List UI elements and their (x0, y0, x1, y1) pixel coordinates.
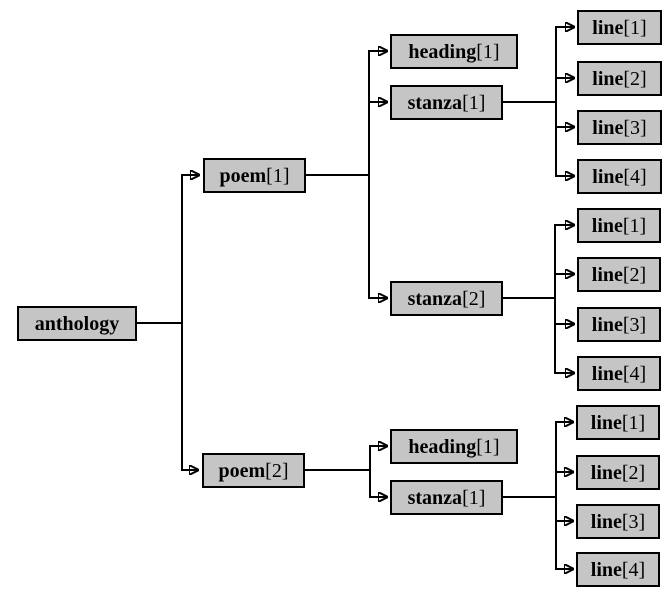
node-poem-2-stanza-1-line-4: line[4] (576, 552, 660, 587)
edges-from-anthology (137, 175, 200, 470)
node-poem-1-stanza-2-line-2: line[2] (577, 257, 661, 292)
node-poem-1-stanza-2: stanza[2] (390, 281, 503, 316)
node-label: line (592, 67, 624, 90)
node-index: [2] (265, 459, 289, 482)
node-label: line (592, 165, 624, 188)
node-poem-1-stanza-1-line-1: line[1] (577, 10, 662, 45)
node-index: [4] (622, 362, 647, 385)
node-index: [1] (622, 214, 647, 237)
node-label: line (590, 558, 622, 581)
node-label: line (592, 116, 624, 139)
node-poem-1-stanza-1-line-3: line[3] (577, 110, 662, 145)
node-label: line (590, 411, 622, 434)
node-label: stanza (407, 287, 463, 310)
node-label: line (591, 214, 623, 237)
node-poem-2-stanza-1: stanza[1] (390, 480, 503, 515)
node-label: stanza (407, 91, 463, 114)
node-label: anthology (34, 312, 120, 335)
node-poem-2-heading-1: heading[1] (390, 429, 518, 464)
node-poem-1: poem[1] (203, 158, 306, 193)
edges-from-poem-1-stanza-1 (503, 27, 575, 176)
node-anthology: anthology (17, 306, 137, 341)
edges-from-poem-1-stanza-2 (502, 225, 575, 373)
node-poem-1-heading-1: heading[1] (390, 34, 518, 69)
node-poem-1-stanza-2-line-1: line[1] (577, 208, 661, 243)
node-label: line (592, 16, 624, 39)
node-label: line (591, 362, 623, 385)
node-label: line (590, 461, 622, 484)
node-label: heading (408, 435, 477, 458)
node-index: [2] (623, 67, 647, 90)
edges-from-poem-1 (306, 51, 388, 298)
node-poem-2-stanza-1-line-2: line[2] (576, 455, 660, 490)
node-poem-1-stanza-2-line-3: line[3] (577, 307, 661, 342)
node-label: poem (219, 164, 267, 187)
node-index: [2] (621, 461, 646, 484)
node-label: line (591, 263, 623, 286)
node-index: [1] (623, 16, 647, 39)
edges-from-poem-2 (305, 446, 388, 497)
node-poem-2-stanza-1-line-1: line[1] (576, 405, 660, 440)
node-label: stanza (407, 486, 463, 509)
node-index: [3] (622, 313, 647, 336)
node-poem-1-stanza-1-line-4: line[4] (577, 159, 662, 194)
node-index: [2] (622, 263, 647, 286)
node-poem-2: poem[2] (202, 453, 305, 488)
node-index: [3] (621, 510, 646, 533)
node-poem-1-stanza-2-line-4: line[4] (577, 356, 661, 391)
node-index: [3] (623, 116, 647, 139)
node-index: [4] (623, 165, 647, 188)
node-index: [1] (476, 40, 500, 63)
node-label: line (591, 313, 623, 336)
node-index: [4] (621, 558, 646, 581)
edges-from-poem-2-stanza-1 (502, 422, 574, 569)
node-index: [1] (266, 164, 290, 187)
node-poem-1-stanza-1-line-2: line[2] (577, 61, 662, 96)
node-index: [1] (462, 486, 486, 509)
node-label: line (590, 510, 622, 533)
node-poem-2-stanza-1-line-3: line[3] (576, 504, 660, 539)
node-index: [1] (462, 91, 486, 114)
node-label: poem (218, 459, 266, 482)
node-index: [2] (462, 287, 486, 310)
node-label: heading (408, 40, 477, 63)
node-index: [1] (621, 411, 646, 434)
node-index: [1] (476, 435, 500, 458)
node-poem-1-stanza-1: stanza[1] (390, 85, 503, 120)
